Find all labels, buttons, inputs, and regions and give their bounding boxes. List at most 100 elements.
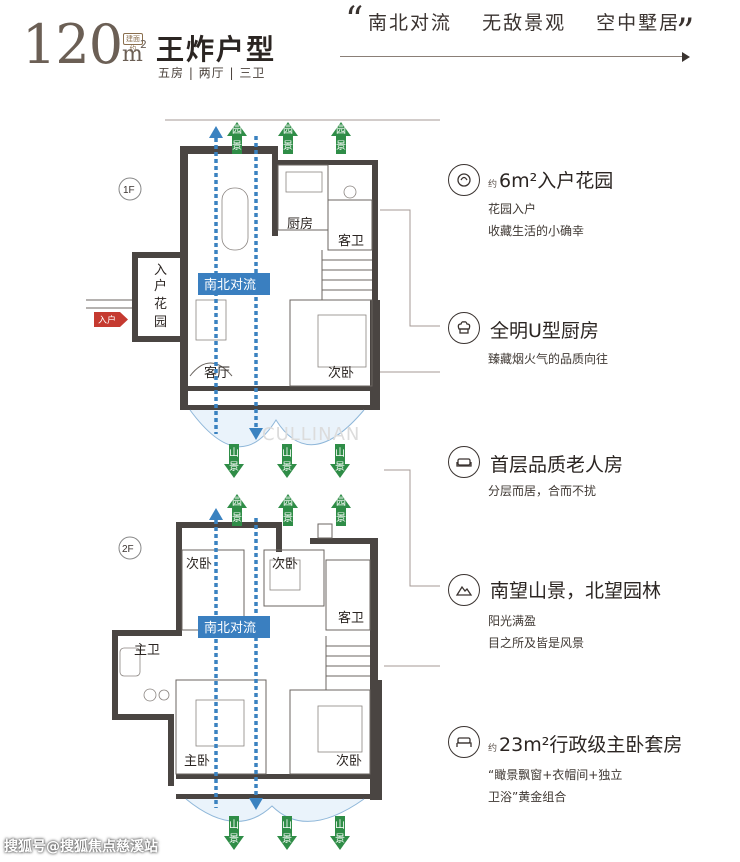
watermark: 搜狐号@搜狐焦点慈溪站 (4, 839, 158, 855)
wall (112, 630, 118, 720)
mountain-view-marker: 山 景 (277, 444, 297, 478)
slogan-row: 南北对流 无敌景观 空中墅居 (368, 8, 702, 35)
feature-title-text: 首层品质老人房 (490, 454, 624, 476)
wall (176, 794, 370, 799)
room-label-master-bath: 主卫 (134, 642, 160, 657)
svg-text:园: 园 (283, 496, 293, 508)
mountain-view-marker: 山 景 (330, 444, 350, 478)
svg-text:景: 景 (336, 512, 346, 524)
feature-desc: 卫浴”黄金组合 (488, 790, 567, 804)
slogan: 无敌景观 (482, 12, 567, 34)
entrance-tag-label: 入户 (98, 314, 116, 325)
svg-text:山: 山 (229, 447, 239, 459)
slogan: 南北对流 (368, 12, 453, 34)
flow-label-box (198, 273, 270, 295)
floor-badge (118, 536, 142, 560)
svg-text:山: 山 (282, 447, 292, 459)
feature-desc: “瞰景飘窗+衣帽间+独立 (488, 768, 623, 782)
close-quote-icon: ” (676, 12, 695, 53)
svg-text:景: 景 (229, 461, 239, 473)
flow-label-box (198, 616, 270, 638)
area-unit: m (122, 42, 143, 67)
wall (310, 538, 372, 544)
svg-text:景: 景 (335, 833, 345, 845)
wall (272, 160, 372, 165)
feature-title-text: 23m²行政级主卧套房 (499, 734, 683, 756)
slogan: 空中墅居 (596, 12, 681, 34)
sink-furniture (158, 689, 170, 701)
feature-prefix: 约 (488, 180, 498, 190)
feature-title-text: 全明U型厨房 (490, 320, 599, 342)
wall (370, 300, 380, 410)
plan-title: 王炸户型 (156, 33, 277, 66)
bedroom-outline (263, 549, 325, 607)
leader-line (165, 119, 440, 121)
feature-desc: 分层而居，合而不扰 (488, 484, 597, 498)
kitchen-outline (277, 164, 329, 231)
garden-view-marker: 园 景 (331, 494, 351, 526)
room-label-second-bedroom: 次卧 (328, 365, 354, 380)
bathtub-furniture (119, 647, 141, 677)
mountain-view-marker: 山 景 (224, 816, 244, 850)
master-bedroom-outline (175, 679, 267, 775)
svg-text:景: 景 (283, 512, 293, 524)
room-label-entry-garden: 花 (154, 296, 167, 311)
feature-title: 全明U型厨房 (488, 316, 599, 343)
bedroom-outline (289, 299, 373, 387)
wall (176, 522, 182, 636)
wall (176, 774, 370, 779)
wall (180, 146, 188, 410)
feature-desc: 目之所及皆是风景 (488, 636, 585, 650)
garden-view-marker: 园 景 (227, 494, 247, 526)
wall (168, 720, 174, 786)
shaft-outline (317, 523, 333, 539)
area-unit-superscript: 2 (140, 38, 147, 51)
wall (180, 386, 370, 391)
room-label-kitchen: 厨房 (287, 216, 313, 231)
svg-text:景: 景 (282, 833, 292, 845)
wall (132, 252, 182, 258)
svg-text:山: 山 (335, 447, 345, 459)
bed-furniture (317, 705, 363, 753)
svg-text:园: 园 (336, 496, 346, 508)
stairs (325, 636, 370, 690)
svg-text:景: 景 (282, 461, 292, 473)
south-balcony (189, 409, 365, 447)
svg-text:景: 景 (336, 140, 346, 152)
room-label-guest-bath: 客卫 (338, 610, 364, 625)
flow-label: 南北对流 (204, 277, 256, 292)
wall (112, 714, 174, 720)
counter-furniture (285, 171, 323, 193)
open-quote-icon: “ (345, 0, 364, 41)
bath-outline (327, 199, 373, 251)
feature-title: 南望山景，北望园林 (488, 576, 661, 603)
svg-text:园: 园 (336, 124, 346, 136)
bedroom-outline (289, 689, 371, 775)
svg-text:园: 园 (283, 124, 293, 136)
svg-text:园: 园 (232, 124, 242, 136)
wall (132, 252, 138, 342)
flow-label: 南北对流 (204, 620, 256, 635)
stairs (321, 250, 372, 300)
arrow-down-icon (249, 428, 263, 440)
header-divider (340, 56, 682, 57)
garden-view-marker: 园 景 (278, 122, 298, 154)
arrow-down-icon (249, 798, 263, 810)
sofa-furniture (195, 299, 227, 341)
wall (185, 405, 370, 410)
table-furniture (221, 187, 249, 251)
sofa-icon (448, 446, 480, 478)
wall (372, 160, 378, 310)
feature-desc: 花园入户 (488, 202, 537, 216)
room-label-second-bedroom: 次卧 (336, 753, 362, 768)
door-swing (189, 362, 233, 377)
svg-text:山: 山 (229, 819, 239, 831)
room-label-guest-bath: 客卫 (338, 233, 364, 248)
feature-title-text: 南望山景，北望园林 (490, 580, 662, 602)
room-label-entry-garden: 入 (154, 262, 167, 277)
svg-text:景: 景 (232, 140, 242, 152)
leader-line (380, 371, 440, 373)
entry-path (86, 299, 132, 309)
